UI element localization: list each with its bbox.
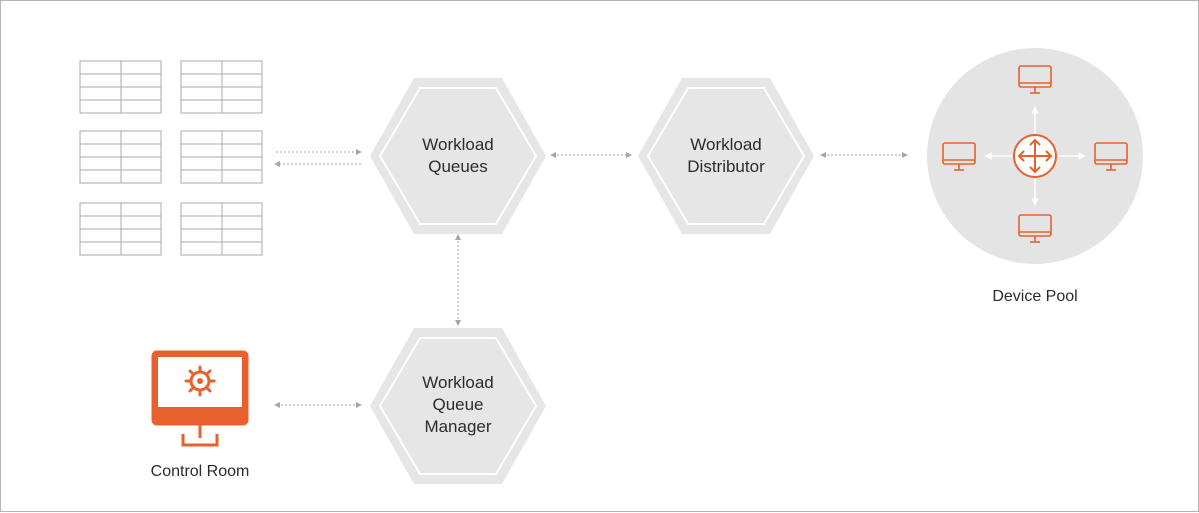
table-grid-icon bbox=[79, 130, 162, 184]
table-grid-icon bbox=[180, 130, 263, 184]
workload-queue-manager-line-3: Manager bbox=[424, 417, 492, 436]
monitor-icon bbox=[1018, 214, 1052, 243]
monitor-icon bbox=[1018, 65, 1052, 94]
workload-queues-label: Workload Queues bbox=[383, 134, 533, 178]
workload-queue-manager-line-2: Queue bbox=[432, 395, 484, 414]
device-pool-label: Device Pool bbox=[992, 288, 1078, 305]
workload-distributor-line-2: Distributor bbox=[687, 157, 765, 176]
table-grid-icon bbox=[79, 60, 162, 114]
workload-distributor-line-1: Workload bbox=[690, 135, 762, 154]
workload-queues-line-1: Workload bbox=[422, 135, 494, 154]
workload-queues-hexagon bbox=[370, 78, 546, 234]
workload-queues-line-2: Queues bbox=[428, 157, 488, 176]
workload-distributor-label: Workload Distributor bbox=[651, 134, 801, 178]
connectors bbox=[274, 149, 908, 408]
control-room-label: Control Room bbox=[150, 463, 250, 480]
workload-queue-manager-label: Workload Queue Manager bbox=[383, 372, 533, 438]
workload-queue-manager-hexagon bbox=[370, 328, 546, 484]
monitor-icon bbox=[942, 142, 976, 171]
monitor-gear-icon bbox=[151, 350, 249, 447]
move-arrows-icon bbox=[1013, 134, 1057, 178]
workload-distributor-hexagon bbox=[638, 78, 814, 234]
device-pool bbox=[927, 48, 1143, 264]
table-grid-icon bbox=[79, 202, 162, 256]
queue-tables-group bbox=[79, 60, 263, 256]
table-grid-icon bbox=[180, 60, 263, 114]
monitor-icon bbox=[1094, 142, 1128, 171]
workload-queue-manager-line-1: Workload bbox=[422, 373, 494, 392]
table-grid-icon bbox=[180, 202, 263, 256]
